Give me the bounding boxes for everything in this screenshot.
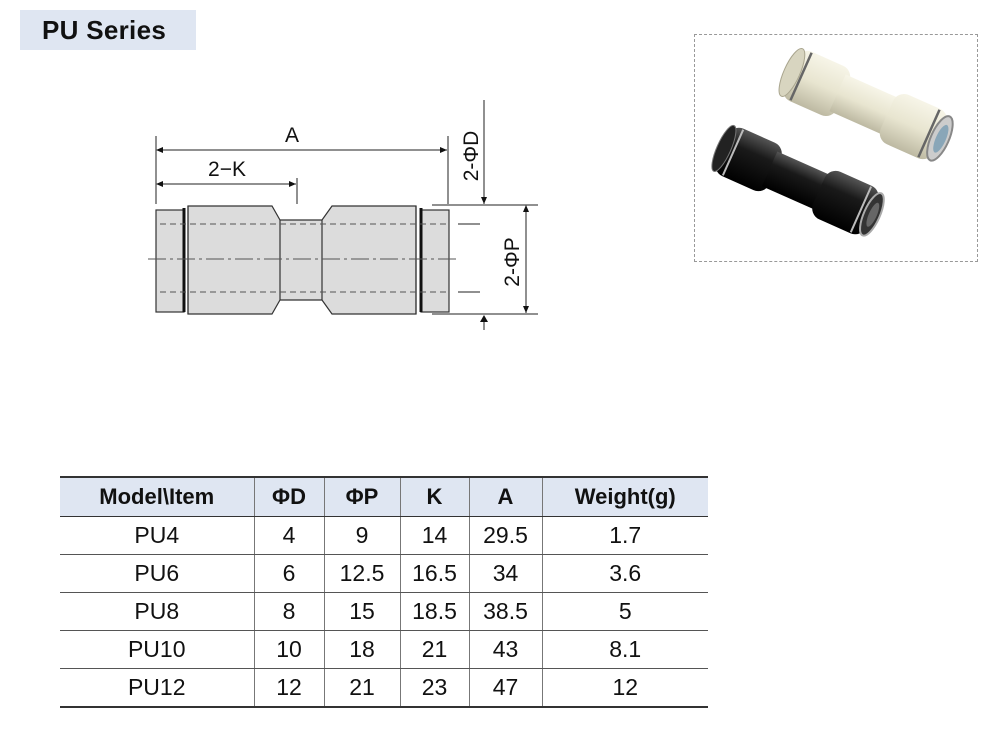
table-row: PU12 12 21 23 47 12 [60, 668, 708, 708]
table-cell: PU6 [60, 554, 255, 593]
spec-table: Model\Item ΦD ΦP K A Weight(g) PU4 4 9 1… [60, 476, 708, 708]
table-row: PU8 8 15 18.5 38.5 5 [60, 592, 708, 631]
table-cell: 21 [323, 668, 401, 708]
table-cell: 15 [323, 592, 401, 631]
table-cell: 47 [468, 668, 543, 708]
table-cell: 8 [253, 592, 325, 631]
table-cell: 5 [541, 592, 708, 631]
table-cell: 38.5 [468, 592, 543, 631]
table-row: PU6 6 12.5 16.5 34 3.6 [60, 554, 708, 593]
header-cell: ΦD [253, 476, 325, 517]
table-cell: 14 [399, 516, 470, 555]
table-cell: 12 [253, 668, 325, 708]
table-row: PU4 4 9 14 29.5 1.7 [60, 516, 708, 555]
table-cell: 34 [468, 554, 543, 593]
table-cell: 12.5 [323, 554, 401, 593]
table-cell: PU12 [60, 668, 255, 708]
table-cell: 29.5 [468, 516, 543, 555]
technical-drawing: A 2−K 2-ΦD 2-ΦP [140, 100, 560, 330]
series-title: PU Series [20, 10, 196, 50]
table-cell: 16.5 [399, 554, 470, 593]
table-cell: PU8 [60, 592, 255, 631]
product-photo [694, 34, 978, 262]
light-fitting-icon [778, 47, 954, 162]
dimension-drawing-svg: A 2−K 2-ΦD 2-ΦP [148, 100, 538, 330]
table-row: PU10 10 18 21 43 8.1 [60, 630, 708, 669]
table-cell: 18 [323, 630, 401, 669]
table-cell: 12 [541, 668, 708, 708]
table-cell: 4 [253, 516, 325, 555]
table-cell: 18.5 [399, 592, 470, 631]
header-cell: Weight(g) [541, 476, 708, 517]
table-cell: 43 [468, 630, 543, 669]
table-cell: 10 [253, 630, 325, 669]
table-cell: 21 [399, 630, 470, 669]
table-cell: PU4 [60, 516, 255, 555]
header-cell: Model\Item [60, 476, 255, 517]
table-cell: 3.6 [541, 554, 708, 593]
dim-label-p: 2-ΦP [501, 237, 524, 286]
table-cell: PU10 [60, 630, 255, 669]
table-header-row: Model\Item ΦD ΦP K A Weight(g) [60, 476, 708, 517]
table-cell: 6 [253, 554, 325, 593]
header-cell: ΦP [323, 476, 401, 517]
header-cell: K [399, 476, 470, 517]
header-cell: A [468, 476, 543, 517]
dim-label-d: 2-ΦD [460, 131, 483, 182]
table-cell: 1.7 [541, 516, 708, 555]
table-cell: 8.1 [541, 630, 708, 669]
dark-fitting-icon [711, 124, 885, 237]
table-cell: 9 [323, 516, 401, 555]
fittings-illustration [711, 47, 954, 237]
dim-label-a: A [285, 124, 299, 147]
table-cell: 23 [399, 668, 470, 708]
dim-label-k: 2−K [208, 158, 246, 181]
